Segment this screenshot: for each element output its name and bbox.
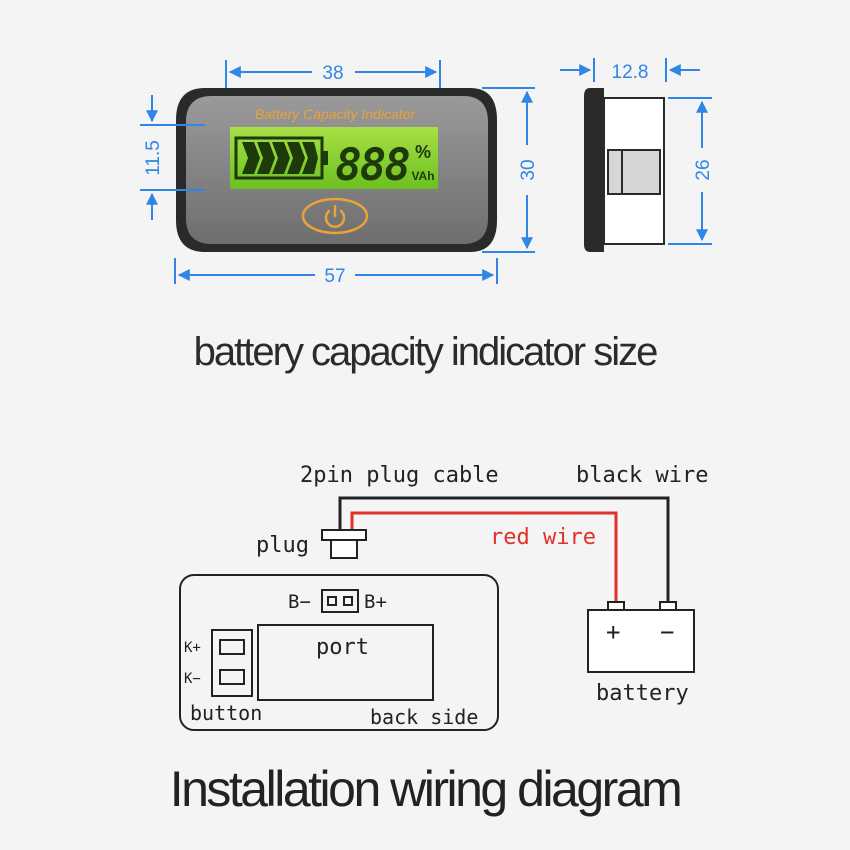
dim-display-offset: 11.5 <box>143 140 164 176</box>
dim-side-depth: 12.8 <box>612 62 649 83</box>
button-connector <box>211 629 253 697</box>
lcd-battery-tip <box>322 151 328 165</box>
side-clip <box>607 149 661 195</box>
dim-side-height: 26 <box>693 159 714 180</box>
red-wire <box>350 511 618 604</box>
size-caption: battery capacity indicator size <box>193 330 659 374</box>
lcd-battery-bars <box>242 142 318 174</box>
dim-front-height: 30 <box>518 159 539 180</box>
k-minus-label: K− <box>184 671 201 687</box>
port-box <box>257 624 434 701</box>
lcd-digits: 888 <box>335 140 409 191</box>
b-minus-label: B− <box>288 591 311 613</box>
side-view <box>584 88 665 252</box>
plug-connector <box>321 529 367 559</box>
black-wire <box>338 496 670 604</box>
power-icon <box>324 204 346 228</box>
lcd-unit-percent: % <box>415 142 431 162</box>
cable-label: 2pin plug cable <box>300 463 499 488</box>
battery-symbol <box>587 601 695 673</box>
dim-front-width-top: 38 <box>322 63 343 84</box>
battery-label: battery <box>596 681 689 706</box>
wiring-caption: Installation wiring diagram <box>169 761 683 817</box>
lcd-unit-vah: VAh <box>411 169 434 183</box>
screen-title: Battery Capacity Indicator <box>255 106 417 122</box>
b-plus-label: B+ <box>364 591 387 613</box>
back-side-label: back side <box>370 705 478 729</box>
power-button[interactable] <box>301 197 369 235</box>
side-dimensions <box>560 58 712 245</box>
side-bezel <box>584 88 604 252</box>
wiring-diagram <box>179 496 695 731</box>
front-view: Battery Capacity Indicator 888 % VAh <box>176 88 497 252</box>
front-dimensions <box>140 60 535 284</box>
dim-front-width-total: 57 <box>324 266 345 287</box>
black-wire-label: black wire <box>576 463 708 488</box>
battery-plus-label: + <box>606 618 620 646</box>
port-label: port <box>316 635 369 660</box>
port-connector <box>321 589 359 613</box>
plug-label: plug <box>256 533 309 558</box>
button-label: button <box>190 701 262 725</box>
red-wire-label: red wire <box>490 525 596 550</box>
back-side-panel <box>179 574 499 731</box>
k-plus-label: K+ <box>184 640 201 656</box>
battery-minus-label: − <box>660 618 674 646</box>
